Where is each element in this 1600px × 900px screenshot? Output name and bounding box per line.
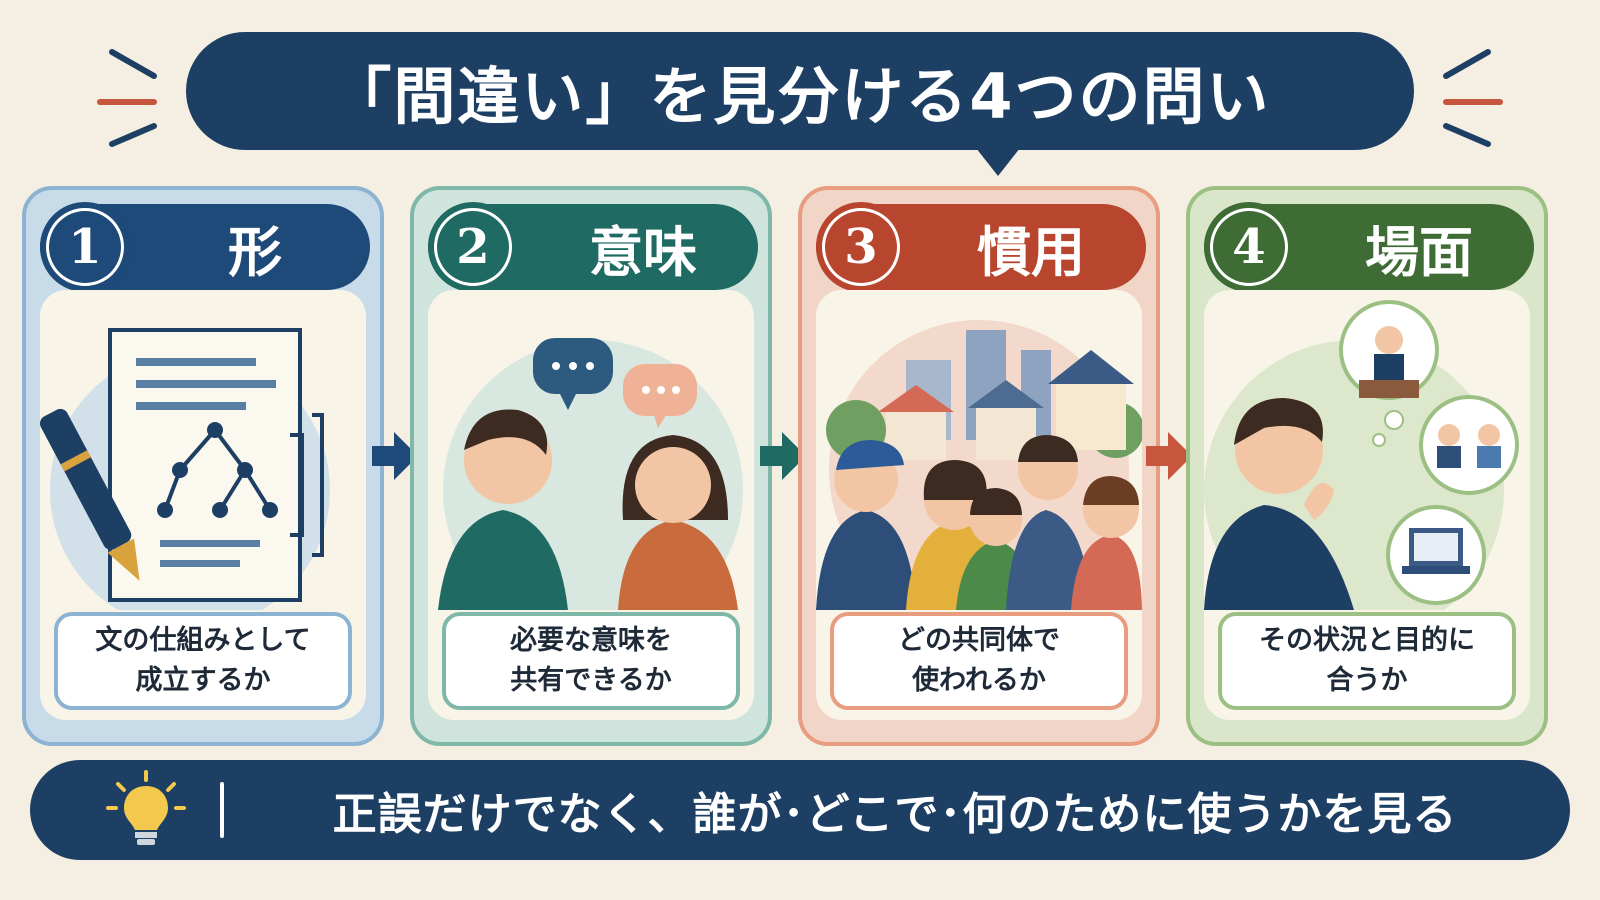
document-pen-illustration: [40, 328, 330, 610]
card-panel: どの共同体で 使われるか: [816, 290, 1142, 720]
card-header: 1 形: [40, 202, 370, 292]
page-title: 「間違い」を見分ける4つの問い: [329, 60, 1271, 133]
number-text: 2: [437, 211, 509, 283]
card-header: 4 場面: [1204, 202, 1534, 292]
arrow-right-icon: [760, 432, 806, 480]
caption-line: その状況と目的に: [1259, 625, 1475, 656]
card-header: 3 慣用: [816, 202, 1146, 292]
thinking-person-illustration: [1204, 300, 1519, 610]
number-text: 4: [1213, 211, 1285, 283]
caption-line: 合うか: [1326, 665, 1408, 696]
burst-right-icon: [1443, 49, 1503, 147]
caption-line: 成立するか: [135, 665, 271, 696]
card-caption: 必要な意味を 共有できるか: [442, 612, 740, 710]
card-title: 慣用: [977, 220, 1085, 284]
number-badge: 1: [40, 202, 130, 292]
number-badge: 4: [1204, 202, 1294, 292]
card-caption: 文の仕組みとして 成立するか: [54, 612, 352, 710]
card-form: 1 形 文の仕組みとして 成立するか: [22, 186, 384, 746]
card-meaning: 2 意味 必要な意味を 共有できるか: [410, 186, 772, 746]
number-text: 1: [49, 211, 121, 283]
conversation-illustration: [438, 338, 743, 610]
card-usage: 3 慣用 どの共同体で 使われるか: [798, 186, 1160, 746]
arrow-right-icon: [372, 432, 418, 480]
card-caption: その状況と目的に 合うか: [1218, 612, 1516, 710]
card-header: 2 意味: [428, 202, 758, 292]
title-bubble: 「間違い」を見分ける4つの問い: [186, 32, 1414, 176]
card-title: 場面: [1365, 220, 1473, 284]
card-title: 意味: [589, 220, 697, 284]
card-situation: 4 場面 その状況と目的に 合うか: [1186, 186, 1548, 746]
card-panel: 文の仕組みとして 成立するか: [40, 290, 366, 720]
number-badge: 3: [816, 202, 906, 292]
summary-text: 正誤だけでなく、誰が･どこで･何のために使うかを見る: [332, 789, 1458, 840]
burst-left-icon: [97, 49, 157, 147]
banner-divider: [220, 782, 224, 838]
caption-line: 必要な意味を: [510, 625, 672, 656]
number-text: 3: [825, 211, 897, 283]
caption-line: 使われるか: [912, 665, 1046, 696]
summary-banner: 正誤だけでなく、誰が･どこで･何のために使うかを見る: [30, 760, 1570, 860]
lightbulb-icon: [106, 770, 186, 845]
card-panel: 必要な意味を 共有できるか: [428, 290, 754, 720]
card-title: 形: [228, 220, 282, 284]
arrow-right-icon: [1146, 432, 1192, 480]
community-illustration: [816, 320, 1142, 610]
number-badge: 2: [428, 202, 518, 292]
card-caption: どの共同体で 使われるか: [830, 612, 1128, 710]
card-panel: その状況と目的に 合うか: [1204, 290, 1530, 720]
caption-line: どの共同体で: [898, 625, 1060, 656]
caption-line: 共有できるか: [510, 665, 672, 696]
caption-line: 文の仕組みとして: [95, 625, 311, 656]
